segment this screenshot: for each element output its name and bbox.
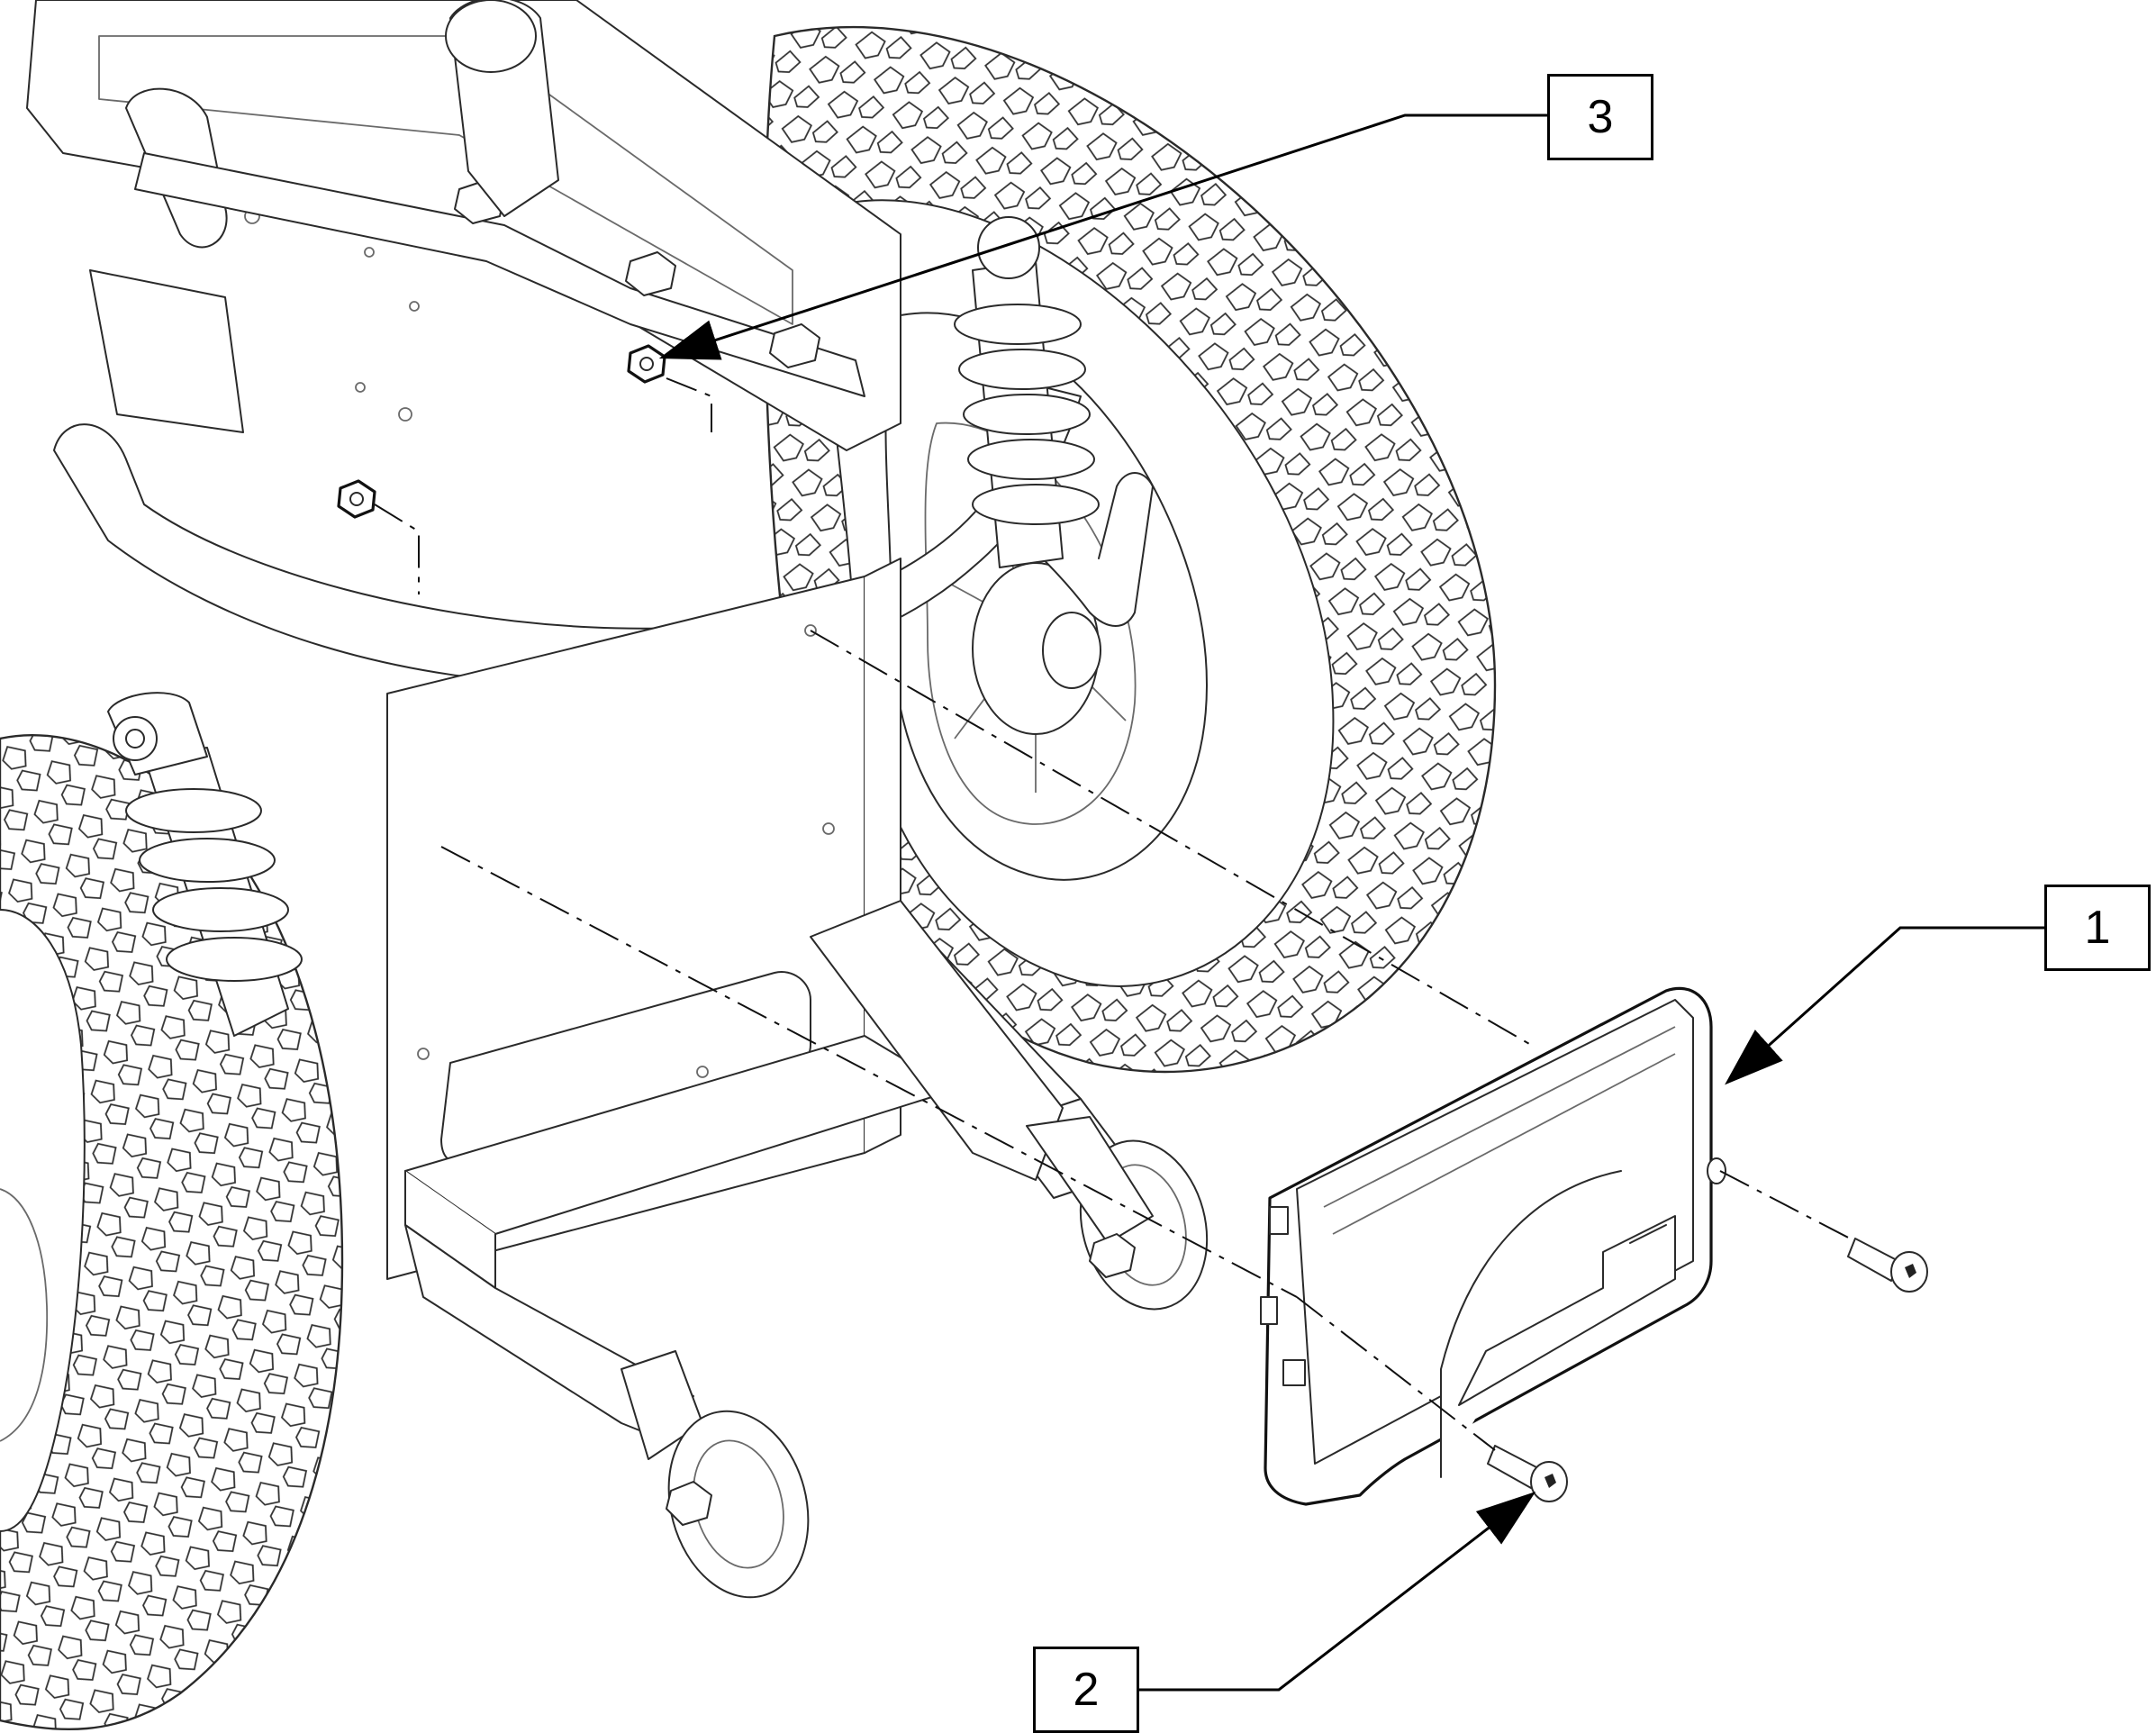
- callout-1-label: 1: [2084, 902, 2111, 954]
- controller-module: [1260, 986, 1726, 1506]
- drive-wheel-left: [0, 734, 344, 1731]
- nut-lower: [337, 479, 376, 519]
- callout-2-label: 2: [1073, 1664, 1100, 1716]
- nut-upper: [627, 344, 666, 384]
- suspension-spring-left: [107, 692, 303, 1037]
- anti-tip-caster-right: [810, 900, 1209, 1311]
- leader-lines: [658, 113, 2044, 1692]
- assembly-centerlines: [374, 377, 1856, 1451]
- callout-3: 3: [1547, 74, 1653, 160]
- suspension-spring-right: [954, 216, 1100, 568]
- anti-tip-caster-left: [404, 1224, 810, 1599]
- screw-lower: [1487, 1445, 1568, 1502]
- callout-2: 2: [1033, 1647, 1139, 1733]
- callout-1: 1: [2044, 885, 2151, 971]
- callout-3-label: 3: [1587, 91, 1614, 143]
- screw-upper: [1847, 1238, 1928, 1293]
